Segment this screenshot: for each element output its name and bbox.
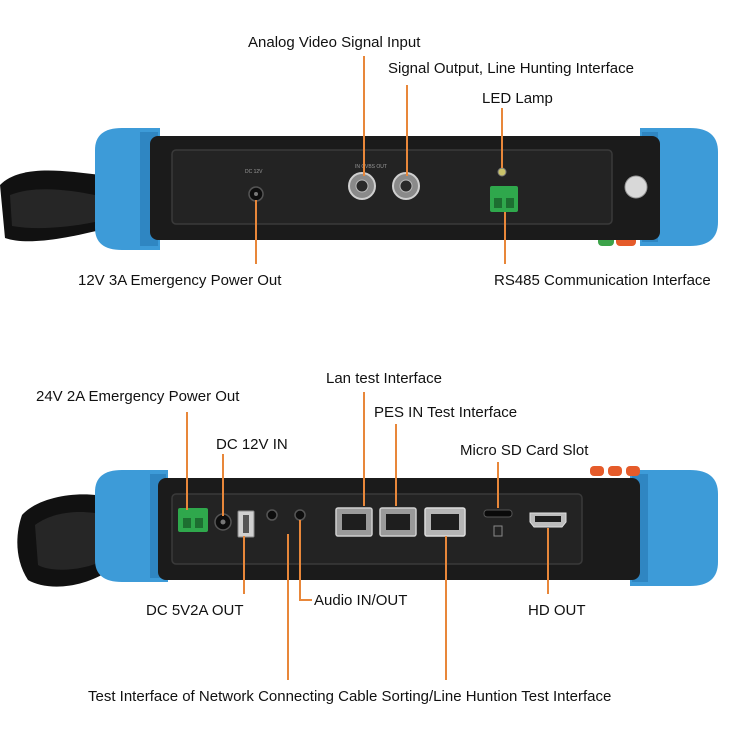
bottom-side-button-1: [590, 466, 604, 476]
bottom-24v-screw-1: [183, 518, 191, 528]
bottom-pes-port-hole: [386, 514, 410, 530]
top-strap-fold: [10, 189, 95, 229]
top-bnc-input-core: [355, 179, 369, 193]
label-dc-12v-in: DC 12V IN: [216, 436, 288, 453]
label-24v-power: 24V 2A Emergency Power Out: [36, 388, 240, 405]
label-analog-video-input: Analog Video Signal Input: [248, 34, 421, 51]
top-dc-silk: DC 12V: [245, 169, 263, 175]
bottom-lan-port-hole: [342, 514, 366, 530]
label-led-lamp: LED Lamp: [482, 90, 553, 107]
bottom-left-bumper: [95, 470, 168, 582]
top-rs485-screw-1: [494, 198, 502, 208]
bottom-audio-in-jack: [266, 509, 278, 521]
bottom-strap-fold: [35, 512, 105, 570]
label-pes-in: PES IN Test Interface: [374, 404, 518, 421]
bottom-sd-slot: [483, 509, 513, 518]
bottom-usb-port-tongue: [243, 515, 249, 533]
top-bnc-silk: IN CVBS OUT: [355, 164, 387, 170]
bottom-hdmi-port-hole: [535, 516, 561, 522]
top-rs485-screw-2: [506, 198, 514, 208]
label-signal-output: Signal Output, Line Hunting Interface: [388, 60, 634, 77]
label-micro-sd: Micro SD Card Slot: [460, 442, 589, 459]
label-dc-5v: DC 5V2A OUT: [146, 602, 244, 619]
bottom-24v-terminal: [178, 508, 208, 532]
label-network-test: Test Interface of Network Connecting Cab…: [88, 688, 612, 705]
bottom-24v-screw-2: [195, 518, 203, 528]
label-lan-test: Lan test Interface: [326, 370, 442, 387]
top-bnc-output-core: [399, 179, 413, 193]
label-hd-out: HD OUT: [528, 602, 586, 619]
label-rs485: RS485 Communication Interface: [494, 272, 711, 289]
bottom-network-port-hole: [431, 514, 459, 530]
bottom-body-panel: [171, 493, 583, 565]
bottom-right-bumper: [630, 470, 718, 586]
bottom-side-button-3: [626, 466, 640, 476]
label-audio: Audio IN/OUT: [314, 592, 408, 609]
label-12v-power: 12V 3A Emergency Power Out: [78, 272, 282, 289]
bottom-dc12v-jack-pin: [220, 519, 226, 525]
bottom-sd-silk: [493, 525, 503, 537]
top-led: [497, 167, 507, 177]
bottom-side-button-2: [608, 466, 622, 476]
top-dc-jack-pin: [254, 192, 258, 196]
top-logo-screw: [624, 175, 648, 199]
bottom-audio-out-jack: [294, 509, 306, 521]
